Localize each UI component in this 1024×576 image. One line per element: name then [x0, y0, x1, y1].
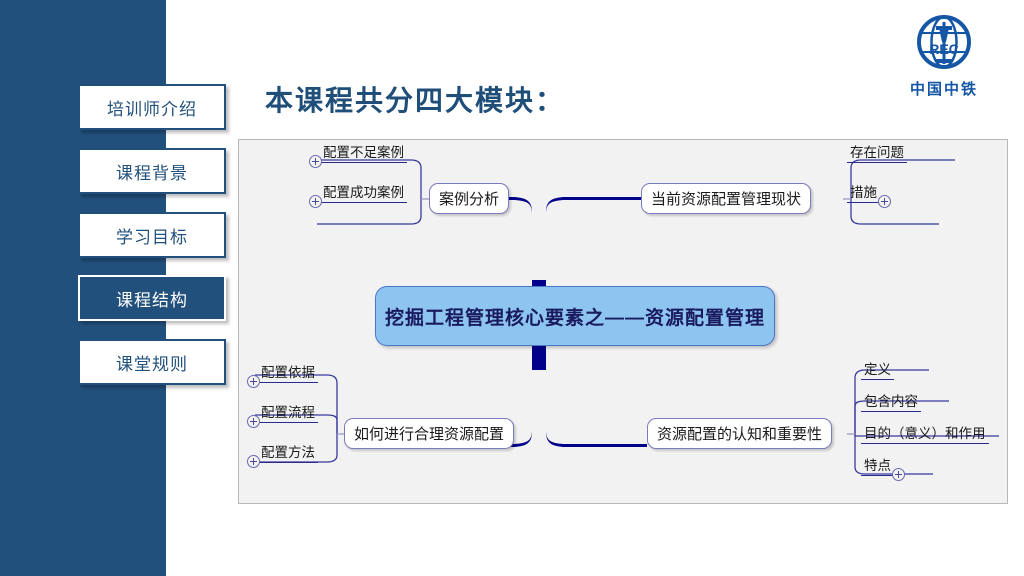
- mindmap-leaf-allocation-process[interactable]: 配置流程: [247, 405, 318, 428]
- sidebar-item-course-structure[interactable]: 课程结构: [78, 275, 226, 321]
- leaf-label: 特点: [861, 458, 894, 476]
- sidebar-item-course-background[interactable]: 课程背景: [78, 148, 226, 194]
- mindmap-leaf-measures[interactable]: 措施: [847, 185, 891, 208]
- plus-circle-icon[interactable]: [247, 455, 260, 468]
- brand-name: 中国中铁: [909, 81, 978, 98]
- mindmap-leaf-allocation-method[interactable]: 配置方法: [247, 445, 318, 468]
- leaf-label: 配置不足案例: [320, 145, 407, 163]
- svg-text:REC: REC: [929, 41, 959, 57]
- plus-circle-icon[interactable]: [247, 375, 260, 388]
- node-label: 当前资源配置管理现状: [651, 191, 802, 208]
- leaf-label: 配置流程: [258, 405, 318, 423]
- leaf-label: 配置依据: [258, 365, 318, 383]
- mindmap-node-current-status[interactable]: 当前资源配置管理现状: [641, 183, 812, 214]
- leaf-label: 配置成功案例: [320, 185, 407, 203]
- mindmap-leaf-purpose-and-role[interactable]: 目的（意义）和作用: [861, 426, 989, 444]
- brand-logo: REC 中国中铁: [892, 14, 996, 106]
- mindmap-leaf-insufficient-case[interactable]: 配置不足案例: [309, 145, 407, 168]
- sidebar-item-label: 学习目标: [116, 227, 188, 247]
- sidebar-item-label: 课程结构: [116, 290, 188, 310]
- mindmap-leaf-definition[interactable]: 定义: [861, 362, 894, 380]
- sidebar-item-trainer-intro[interactable]: 培训师介绍: [78, 84, 226, 130]
- mindmap-panel: 案例分析 当前资源配置管理现状 如何进行合理资源配置 资源配置的认知和重要性 挖…: [238, 139, 1008, 504]
- leaf-label: 包含内容: [861, 394, 921, 412]
- leaf-label: 目的（意义）和作用: [861, 426, 989, 444]
- sidebar-item-label: 课程背景: [116, 163, 188, 183]
- leaf-label: 措施: [847, 185, 880, 203]
- mindmap-leaf-characteristics[interactable]: 特点: [861, 458, 905, 481]
- node-label: 案例分析: [439, 191, 500, 208]
- plus-circle-icon[interactable]: [309, 195, 322, 208]
- node-label: 如何进行合理资源配置: [354, 426, 505, 443]
- sidebar-item-class-rules[interactable]: 课堂规则: [78, 339, 226, 385]
- center-node-label: 挖掘工程管理核心要素之——资源配置管理: [384, 307, 765, 329]
- plus-circle-icon[interactable]: [247, 415, 260, 428]
- sidebar-item-learning-goals[interactable]: 学习目标: [78, 212, 226, 258]
- mindmap-node-how-to-allocate[interactable]: 如何进行合理资源配置: [344, 418, 515, 449]
- mindmap-leaf-allocation-basis[interactable]: 配置依据: [247, 365, 318, 388]
- sidebar-item-label: 课堂规则: [116, 354, 188, 374]
- mindmap-leaf-successful-case[interactable]: 配置成功案例: [309, 185, 407, 208]
- node-label: 资源配置的认知和重要性: [657, 426, 823, 443]
- mindmap-center-node[interactable]: 挖掘工程管理核心要素之——资源配置管理: [375, 286, 775, 346]
- plus-circle-icon[interactable]: [309, 155, 322, 168]
- plus-circle-icon[interactable]: [878, 195, 891, 208]
- sidebar-item-label: 培训师介绍: [107, 99, 197, 119]
- crec-globe-icon: REC: [917, 15, 971, 69]
- leaf-label: 定义: [861, 362, 894, 380]
- mindmap-leaf-existing-problems[interactable]: 存在问题: [847, 145, 907, 163]
- sidebar-nav: 培训师介绍 课程背景 学习目标 课程结构 课堂规则: [0, 0, 260, 576]
- mindmap-node-case-analysis[interactable]: 案例分析: [429, 183, 510, 214]
- leaf-label: 存在问题: [847, 145, 907, 163]
- plus-circle-icon[interactable]: [892, 468, 905, 481]
- mindmap-connectors: [255, 159, 999, 475]
- page-title: 本课程共分四大模块：: [265, 85, 566, 116]
- mindmap-leaf-contents[interactable]: 包含内容: [861, 394, 921, 412]
- leaf-label: 配置方法: [258, 445, 318, 463]
- mindmap-node-cognition-importance[interactable]: 资源配置的认知和重要性: [647, 418, 833, 449]
